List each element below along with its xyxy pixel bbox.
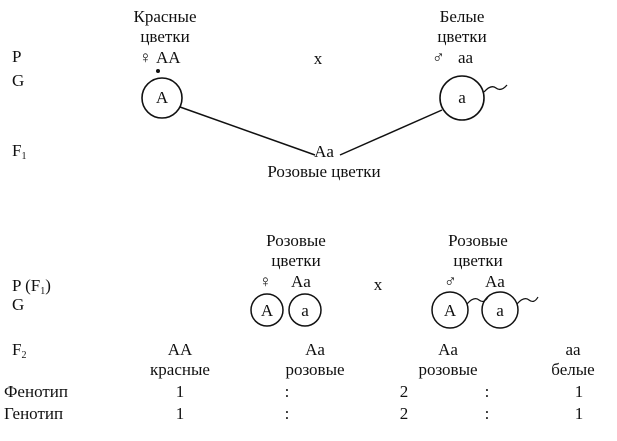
- f2-phenotype-2: розовые: [285, 360, 345, 379]
- f1-male-gamete-a: a: [496, 301, 504, 320]
- male-caption-line1: Белые: [439, 7, 485, 26]
- phenotype-ratio-sep-1: :: [284, 382, 290, 401]
- f1-female-gamete-A-circle: [250, 293, 284, 327]
- f1-male-genotype: Aa: [485, 272, 505, 291]
- f1-phenotype: Розовые цветки: [267, 162, 381, 181]
- phenotype-ratio-label: Фенотип: [4, 382, 68, 401]
- line-male-to-f1: [339, 109, 443, 156]
- polar-dot: [156, 69, 160, 73]
- f1-female-gamete-A: A: [260, 301, 274, 320]
- f1-male-symbol-icon: ♂: [444, 272, 457, 291]
- f1-female-gamete-a: a: [301, 301, 309, 320]
- male-gamete-circle: [439, 75, 485, 121]
- f2-phenotype-4: белые: [551, 360, 595, 379]
- female-symbol-icon: ♀: [139, 48, 152, 67]
- male-genotype: aa: [458, 48, 474, 67]
- row-label-p-f1: P (F1): [12, 276, 51, 297]
- genotype-ratio-sep-1: :: [284, 404, 290, 423]
- f2-phenotype-3: розовые: [418, 360, 478, 379]
- genotype-ratio-sep-2: :: [484, 404, 490, 423]
- genotype-ratio-1: 1: [175, 404, 185, 423]
- row-label-p: P: [12, 47, 22, 66]
- f1-female-genotype: Aa: [291, 272, 311, 291]
- cross-sign-2: x: [373, 275, 383, 294]
- cross-sign-1: x: [313, 49, 323, 68]
- male-symbol-icon: ♂: [432, 48, 445, 67]
- row-label-f2: F2: [12, 340, 27, 361]
- line-female-to-f1: [179, 106, 316, 156]
- f1-male-gamete-A: A: [443, 301, 457, 320]
- f1-female-gamete-a-circle: [288, 293, 322, 327]
- male-gamete-label: a: [458, 88, 466, 107]
- female-genotype: AA: [156, 48, 181, 67]
- female-caption-line1: Красные: [133, 7, 197, 26]
- row-label-g: G: [12, 71, 25, 90]
- f1-male-caption-line2: цветки: [453, 251, 503, 270]
- f1-male-caption-line1: Розовые: [448, 231, 508, 250]
- phenotype-ratio-2: 2: [399, 382, 409, 401]
- f1-female-caption-line2: цветки: [271, 251, 321, 270]
- female-caption-line2: цветки: [140, 27, 190, 46]
- genotype-ratio-label: Генотип: [4, 404, 64, 423]
- f1-male-gamete-a-tail: [516, 296, 539, 305]
- f2-genotype-1: AA: [167, 340, 193, 359]
- row-label-f1: F1: [12, 141, 27, 162]
- f2-genotype-3: Aa: [438, 340, 458, 359]
- f2-phenotype-1: красные: [150, 360, 210, 379]
- phenotype-ratio-1: 1: [175, 382, 185, 401]
- genotype-ratio-2: 2: [399, 404, 409, 423]
- f1-female-symbol-icon: ♀: [259, 272, 272, 291]
- f2-genotype-2: Aa: [305, 340, 325, 359]
- phenotype-ratio-sep-2: :: [484, 382, 490, 401]
- row-label-g-2: G: [12, 295, 25, 314]
- f1-male-gamete-A-circle: [431, 291, 469, 329]
- genotype-ratio-3: 1: [574, 404, 584, 423]
- female-gamete-label: A: [155, 88, 169, 107]
- f1-female-caption-line1: Розовые: [266, 231, 326, 250]
- f1-male-gamete-a-circle: [481, 291, 519, 329]
- sperm-tail: [483, 84, 508, 93]
- f2-genotype-4: aa: [565, 340, 581, 359]
- female-gamete-circle: [141, 77, 183, 119]
- phenotype-ratio-3: 1: [574, 382, 584, 401]
- f1-genotype: Aa: [314, 142, 334, 161]
- male-caption-line2: цветки: [437, 27, 487, 46]
